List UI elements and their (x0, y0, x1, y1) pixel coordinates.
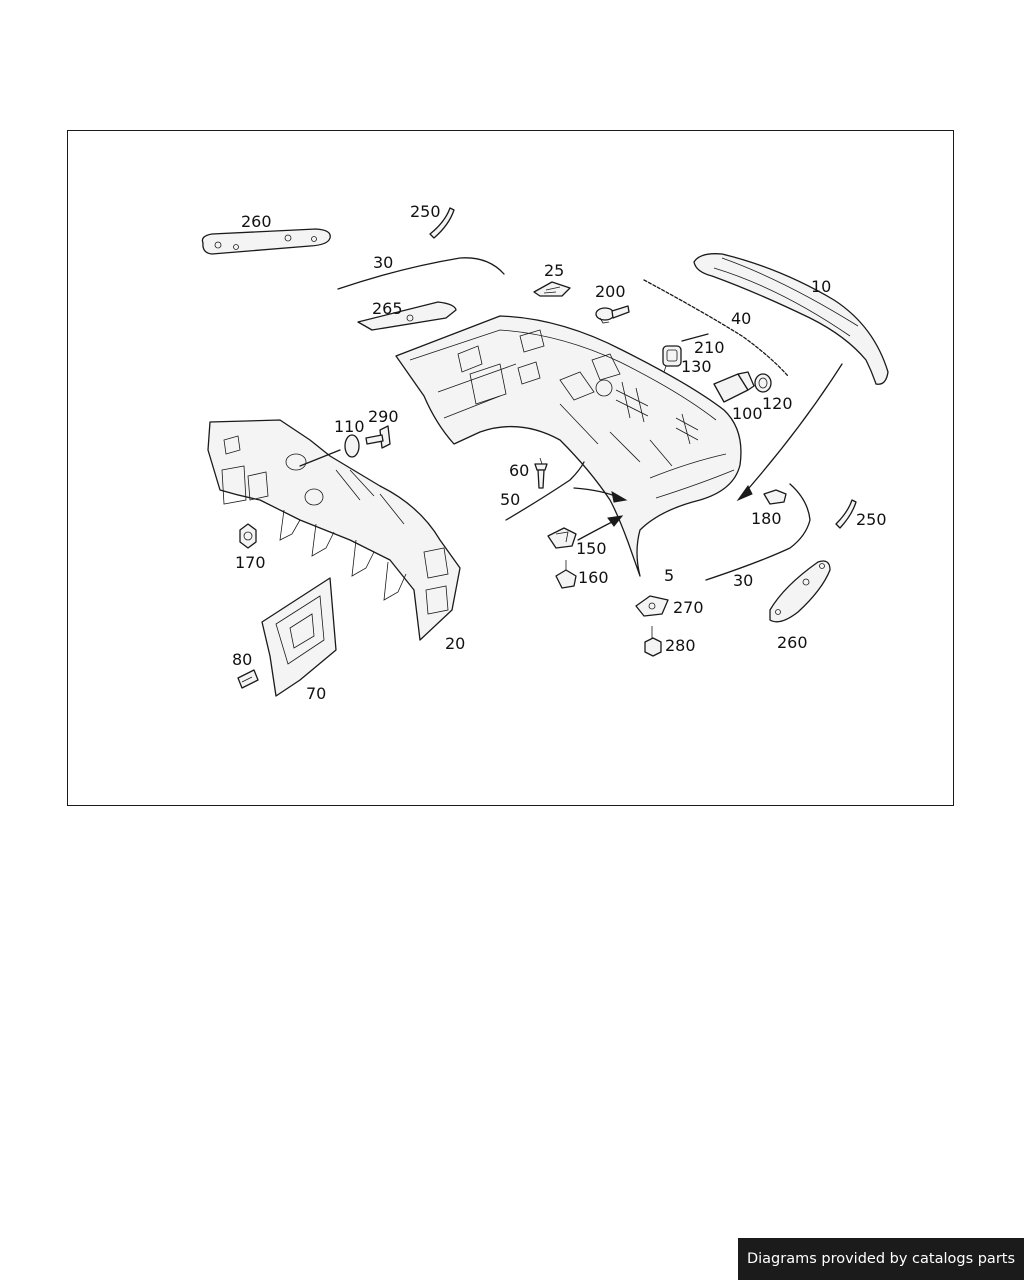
part-5-bumper-cover[interactable] (395, 315, 742, 577)
label-40: 40 (731, 309, 751, 328)
label-25: 25 (544, 261, 564, 280)
part-265-pad[interactable] (357, 301, 457, 331)
part-70-side-bracket[interactable] (261, 577, 337, 697)
part-100-sensor[interactable] (713, 371, 755, 403)
label-170: 170 (235, 553, 266, 572)
label-100: 100 (732, 404, 763, 423)
part-150-clip[interactable] (547, 527, 577, 549)
label-160: 160 (578, 568, 609, 587)
label-80: 80 (232, 650, 252, 669)
label-130: 130 (681, 357, 712, 376)
label-270: 270 (673, 598, 704, 617)
part-180-block[interactable] (763, 489, 787, 505)
part-260-top-bracket[interactable] (201, 228, 331, 255)
label-200: 200 (595, 282, 626, 301)
label-120: 120 (762, 394, 793, 413)
part-120-ring[interactable] (754, 373, 772, 393)
label-250-bottom: 250 (856, 510, 887, 529)
label-265: 265 (372, 299, 403, 318)
label-290: 290 (368, 407, 399, 426)
part-250-bottom-strip[interactable] (835, 499, 857, 529)
label-150: 150 (576, 539, 607, 558)
assembly-arrows (573, 363, 843, 541)
part-290-bolt[interactable] (365, 425, 391, 449)
footer-credit-text: Diagrams provided by catalogs parts (746, 1251, 1016, 1267)
part-160-screw[interactable] (555, 560, 577, 589)
part-50-strip[interactable] (505, 461, 585, 521)
part-130-sensor-holder[interactable] (662, 345, 682, 373)
part-110-washer[interactable] (344, 434, 360, 458)
part-number-labels: 260 250 30 265 25 200 10 40 210 130 100 … (232, 202, 887, 703)
label-280: 280 (665, 636, 696, 655)
part-170-nut[interactable] (239, 523, 257, 549)
part-20-bumper-support[interactable] (207, 419, 461, 641)
label-110: 110 (334, 417, 365, 436)
leader-line-110 (299, 449, 341, 467)
label-250-top: 250 (410, 202, 441, 221)
label-50: 50 (500, 490, 520, 509)
part-250-top-strip[interactable] (429, 207, 455, 239)
label-210: 210 (694, 338, 725, 357)
footer-credit: Diagrams provided by catalogs parts (738, 1238, 1024, 1280)
label-30-top: 30 (373, 253, 393, 272)
part-40-seal[interactable] (643, 279, 789, 377)
part-210-rod[interactable] (681, 333, 709, 342)
label-260-top: 260 (241, 212, 272, 231)
part-80-clip[interactable] (237, 669, 259, 689)
part-280-bolt[interactable] (644, 626, 662, 657)
label-60: 60 (509, 461, 529, 480)
part-260-bottom-bracket[interactable] (769, 560, 831, 623)
label-5: 5 (664, 566, 674, 585)
part-60-push-rivet[interactable] (534, 457, 548, 489)
part-270-clip-nut[interactable] (635, 595, 669, 617)
label-260-bottom: 260 (777, 633, 808, 652)
label-70: 70 (306, 684, 326, 703)
part-30-bottom-trim[interactable] (705, 483, 811, 581)
part-200-push-pin[interactable] (595, 305, 630, 324)
label-30-bottom: 30 (733, 571, 753, 590)
label-10: 10 (811, 277, 831, 296)
part-10-spoiler[interactable] (693, 253, 889, 385)
part-30-top-trim[interactable] (337, 257, 505, 290)
label-180: 180 (751, 509, 782, 528)
label-20: 20 (445, 634, 465, 653)
part-25-clip[interactable] (533, 281, 571, 297)
